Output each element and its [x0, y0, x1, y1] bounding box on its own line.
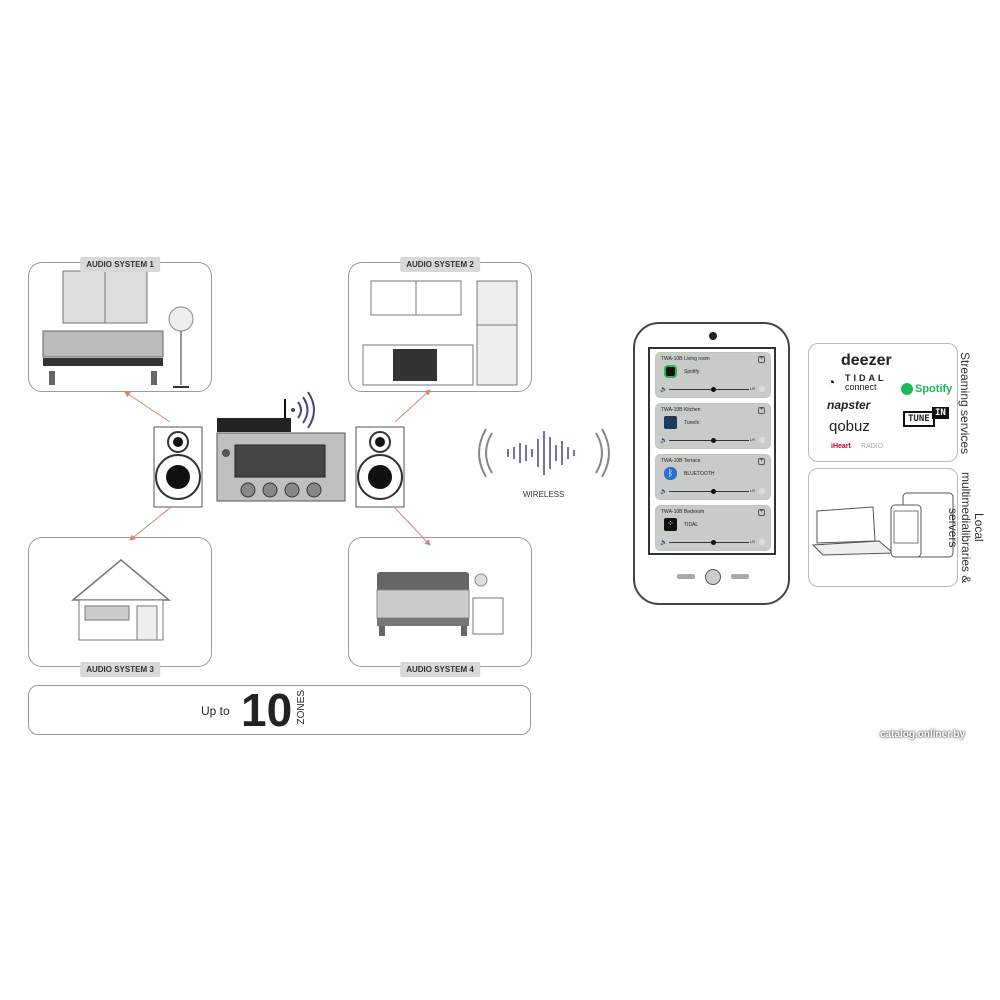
app-screen: TWA-10B Living room + Spotify 🔈 LR TWA-10B… [648, 347, 776, 555]
volume-knob[interactable] [711, 489, 716, 494]
right-speaker-icon [355, 426, 405, 508]
zones-suffix: ZONES [296, 690, 307, 725]
speaker-icon: 🔈 [660, 438, 668, 444]
tunein-icon [664, 416, 677, 429]
home-button[interactable] [705, 569, 721, 585]
zone-source: TuneIn [684, 420, 700, 426]
wireless-wave-icon [478, 428, 610, 478]
add-icon[interactable]: + [758, 509, 765, 516]
lr-label: LR [749, 488, 755, 493]
tunein-logo: TUNE [903, 411, 935, 427]
wireless-label: WIRELESS [523, 490, 565, 499]
speaker-icon: 🔈 [660, 540, 668, 546]
streaming-services-title: Streaming services [958, 351, 972, 455]
iheart-logo: iHeart [831, 443, 851, 450]
volume-slider[interactable] [669, 491, 749, 492]
lr-label: LR [749, 539, 755, 544]
zones-prefix: Up to [201, 704, 230, 718]
add-icon[interactable]: + [758, 407, 765, 414]
tidal-connect-icon: ◔ [827, 374, 836, 390]
room-label: AUDIO SYSTEM 4 [400, 662, 480, 677]
local-libraries-panel [808, 468, 958, 587]
tidal-icon: ⁘ [664, 518, 677, 531]
volume-slider[interactable] [669, 389, 749, 390]
local-title-line2: libraries & servers [946, 507, 973, 584]
zone-title: TWA-10B Living room [661, 356, 710, 362]
zone-title: TWA-10B Kitchen [661, 407, 701, 413]
volume-slider[interactable] [669, 542, 749, 543]
qobuz-logo: qobuz [829, 418, 870, 435]
tidal-logo: TIDAL [845, 373, 887, 383]
zone-title: TWA-10B Terrace [661, 458, 701, 464]
devices-illustration [811, 492, 954, 558]
watermark: catalog.onliner.by [880, 729, 966, 740]
room-house [28, 537, 212, 667]
zone-source: Spotify [684, 369, 700, 375]
power-toggle[interactable] [759, 488, 765, 494]
room-label: AUDIO SYSTEM 2 [400, 257, 480, 272]
room-label: AUDIO SYSTEM 3 [80, 662, 160, 677]
living-room-illustration [42, 270, 194, 388]
zone-arrows [124, 389, 431, 546]
menu-button[interactable] [731, 574, 749, 579]
spotify-icon [664, 365, 677, 378]
zone-card[interactable]: TWA-10B Kitchen + TuneIn 🔈 LR [655, 403, 771, 449]
room-label: AUDIO SYSTEM 1 [80, 257, 160, 272]
zone-source: BLUETOOTH [684, 471, 715, 477]
tunein-logo-in: IN [932, 407, 949, 419]
room-kitchen [348, 262, 532, 392]
zone-card[interactable]: TWA-10B Terrace + ᛒ BLUETOOTH 🔈 LR [655, 454, 771, 500]
zones-number: 10 [241, 684, 293, 736]
deezer-logo: deezer [841, 352, 892, 369]
volume-knob[interactable] [711, 540, 716, 545]
volume-knob[interactable] [711, 438, 716, 443]
house-illustration [70, 559, 172, 641]
room-bedroom [348, 537, 532, 667]
camera-icon [709, 332, 717, 340]
zone-card[interactable]: TWA-10B Bedroom + ⁘ TIDAL 🔈 LR [655, 505, 771, 551]
bedroom-illustration [376, 572, 504, 636]
add-icon[interactable]: + [758, 458, 765, 465]
power-toggle[interactable] [759, 437, 765, 443]
bluetooth-icon: ᛒ [664, 467, 677, 480]
amplifier-with-speakers [153, 391, 405, 508]
lr-label: LR [749, 437, 755, 442]
left-speaker-icon [153, 426, 203, 508]
spotify-icon [901, 383, 913, 395]
lr-label: LR [749, 386, 755, 391]
tidal-connect-logo: connect [845, 382, 877, 392]
volume-slider[interactable] [669, 440, 749, 441]
speaker-icon: 🔈 [660, 387, 668, 393]
add-icon[interactable]: + [758, 356, 765, 363]
kitchen-illustration [362, 280, 518, 386]
napster-logo: napster [827, 398, 871, 412]
zone-title: TWA-10B Bedroom [661, 509, 705, 515]
local-title-line1: Local multimedia [959, 471, 986, 542]
speaker-icon: 🔈 [660, 489, 668, 495]
zones-banner: Up to 10 ZONES [28, 685, 531, 735]
zone-card[interactable]: TWA-10B Living room + Spotify 🔈 LR [655, 352, 771, 398]
back-button[interactable] [677, 574, 695, 579]
iheart-radio-logo: RADIO [861, 443, 884, 450]
local-libraries-title: Local multimedialibraries & servers [946, 470, 986, 585]
room-living [28, 262, 212, 392]
spotify-logo: Spotify [915, 383, 953, 395]
zone-source: TIDAL [684, 522, 699, 528]
volume-knob[interactable] [711, 387, 716, 392]
power-toggle[interactable] [759, 539, 765, 545]
streaming-services-panel: deezer ◔ TIDAL connect napster qobuz iHe… [808, 343, 958, 462]
power-toggle[interactable] [759, 386, 765, 392]
